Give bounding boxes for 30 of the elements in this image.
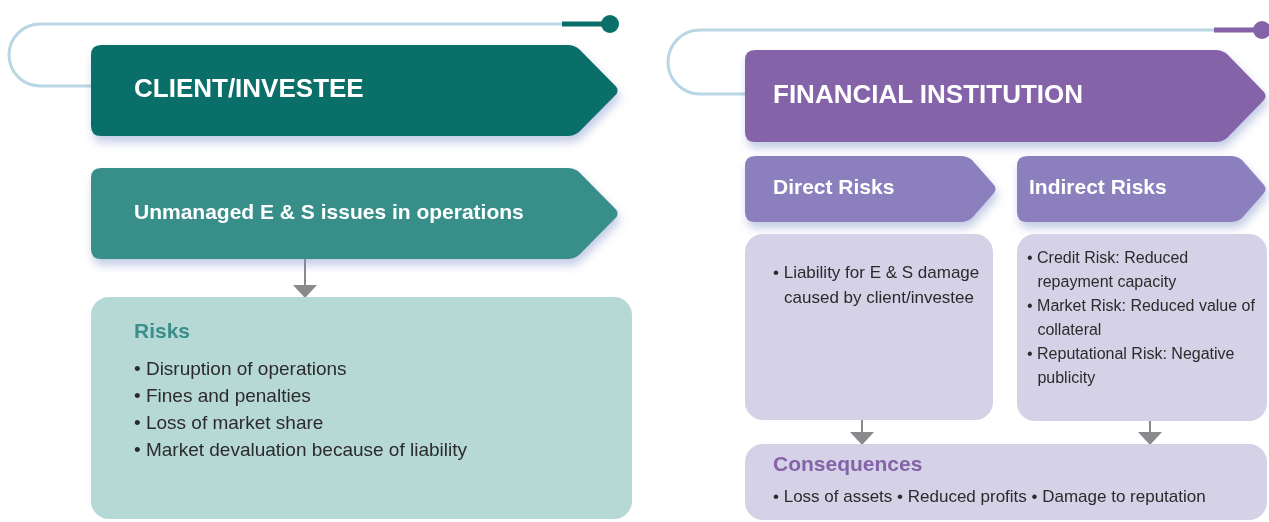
title-text: Direct Risks bbox=[773, 175, 896, 199]
decorative-connector-line bbox=[7, 12, 622, 88]
flow-arrow bbox=[850, 419, 874, 445]
title-text: Indirect Risks bbox=[1029, 175, 1168, 199]
list-item: • Liability for E & S damage caused by client/investee bbox=[773, 262, 981, 309]
flow-arrow bbox=[1138, 420, 1162, 445]
list-item: • Credit Risk: Reduced repayment capacity bbox=[1027, 248, 1190, 292]
section-heading: Consequences bbox=[773, 452, 924, 476]
flow-arrow bbox=[293, 258, 317, 298]
title-text: FINANCIAL INSTITUTION bbox=[773, 78, 1085, 110]
risk-type-banner bbox=[1017, 156, 1267, 222]
list-item: • Disruption of operations bbox=[134, 357, 348, 381]
section-heading: Risks bbox=[134, 319, 192, 343]
consequences-card bbox=[745, 444, 1267, 520]
list-item: • Reputational Risk: Negative publicity bbox=[1027, 344, 1236, 388]
risk-type-banner bbox=[745, 156, 997, 222]
list-item: • Loss of assets • Reduced profits • Damage to reputation bbox=[773, 486, 1207, 508]
list-item: • Loss of market share bbox=[134, 411, 325, 435]
list-item: • Fines and penalties bbox=[134, 384, 312, 408]
list-item: • Market devaluation because of liability bbox=[134, 438, 468, 462]
issue-banner bbox=[91, 168, 619, 259]
risks-card bbox=[91, 297, 632, 519]
list-item: • Market Risk: Reduced value of collateral bbox=[1027, 296, 1256, 340]
decorative-connector-line bbox=[666, 18, 1269, 96]
title-text: CLIENT/INVESTEE bbox=[134, 73, 365, 104]
title-banner bbox=[745, 50, 1267, 142]
title-text: Unmanaged E & S issues in operations bbox=[134, 199, 525, 224]
risk-card bbox=[1017, 234, 1267, 421]
risk-card bbox=[745, 234, 993, 420]
title-banner bbox=[91, 45, 619, 136]
